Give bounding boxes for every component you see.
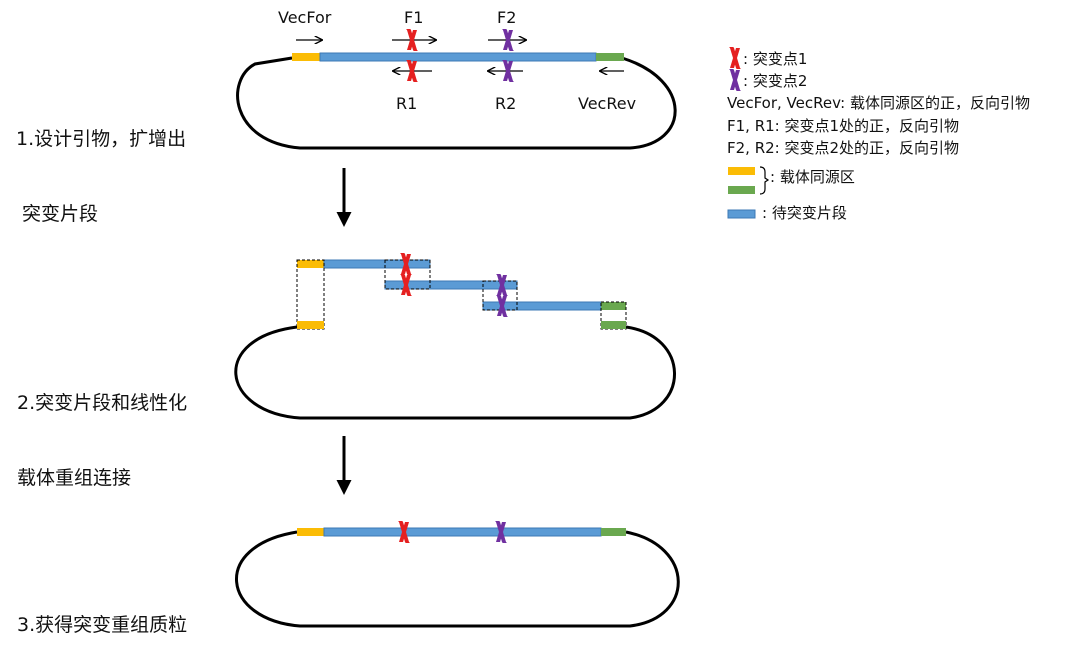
plasmid-1-backbone: [236, 56, 677, 150]
mutation-1-marker-frag1: [400, 253, 412, 275]
step-3-line1: 3.获得突变重组质粒: [17, 614, 188, 636]
plasmid-3-yellow: [297, 528, 324, 536]
r1-label: R1: [396, 94, 417, 113]
mutation-2-marker-frag3: [496, 295, 508, 317]
legend-fragment-text: : 待突变片段: [762, 204, 847, 222]
vecrev-label: VecRev: [578, 94, 636, 113]
step-2-label: 2.突变片段和线性化 载体重组连接: [17, 341, 187, 516]
vector-2-green: [601, 321, 626, 329]
legend-f2r2-text: F2, R2: 突变点2处的正，反向引物: [727, 139, 959, 157]
mutation-1-marker-f1: [406, 29, 418, 51]
plasmid-3-blue: [323, 527, 602, 537]
vecfor-label: VecFor: [278, 8, 332, 27]
vector-2-yellow: [297, 321, 324, 329]
f2-label: F2: [497, 8, 516, 27]
plasmid-3-backbone: [235, 530, 680, 628]
legend-green-swatch: [728, 186, 755, 194]
legend-mutation-2-text: : 突变点2: [743, 72, 807, 90]
mutation-2-marker-final: [495, 521, 507, 543]
plasmid-3-green: [601, 528, 626, 536]
step-3-label: 3.获得突变重组质粒: [17, 563, 187, 663]
legend: : 突变点1 : 突变点2 VecFor, VecRev: 载体同源区的正，反向…: [727, 47, 1030, 222]
legend-mutation-1-icon: [729, 47, 741, 69]
mutation-2-marker-r2: [502, 60, 514, 82]
mutation-1-marker-r1: [406, 60, 418, 82]
legend-mutation-1-text: : 突变点1: [743, 50, 807, 68]
legend-bracket: [759, 166, 770, 195]
step-1-line1: 1.设计引物，扩增出: [16, 128, 187, 150]
r2-label: R2: [495, 94, 516, 113]
plasmid-2-backbone: [234, 325, 676, 420]
step-1-plasmid: [236, 52, 677, 150]
fragment-3-green: [601, 302, 626, 310]
mutation-2-marker-f2: [502, 29, 514, 51]
f1-label: F1: [404, 8, 423, 27]
legend-f1r1-text: F1, R1: 突变点1处的正，反向引物: [727, 117, 959, 135]
mutation-fragment: [319, 52, 597, 62]
step-3-plasmid: [235, 527, 680, 628]
vector-homology-left: [292, 53, 320, 61]
legend-vec-primers-text: VecFor, VecRev: 载体同源区的正，反向引物: [727, 94, 1030, 112]
fragment-1-blue: [323, 259, 431, 269]
cloning-diagram: VecFor F1 F2 R1 R2 VecRev: [234, 8, 1030, 628]
step-1-line2: 突变片段: [16, 203, 99, 225]
step-2-line1: 2.突变片段和线性化: [17, 392, 188, 414]
legend-yellow-swatch: [728, 167, 755, 175]
step-2-line2: 载体重组连接: [17, 467, 132, 489]
legend-blue-swatch: [727, 209, 756, 219]
step-1-label: 1.设计引物，扩增出 突变片段: [16, 77, 186, 252]
mutation-1-marker-final: [398, 521, 410, 543]
vector-homology-right: [596, 53, 624, 61]
overlap-box-left: [296, 259, 325, 330]
legend-homology-text: : 载体同源区: [770, 168, 855, 186]
overlap-box-right: [600, 301, 627, 330]
legend-mutation-2-icon: [729, 69, 741, 91]
fragment-1-yellow: [297, 260, 324, 268]
step-2-assembly: [234, 259, 676, 420]
mutation-2-marker-frag2: [496, 274, 508, 296]
mutation-1-marker-frag2: [400, 274, 412, 296]
